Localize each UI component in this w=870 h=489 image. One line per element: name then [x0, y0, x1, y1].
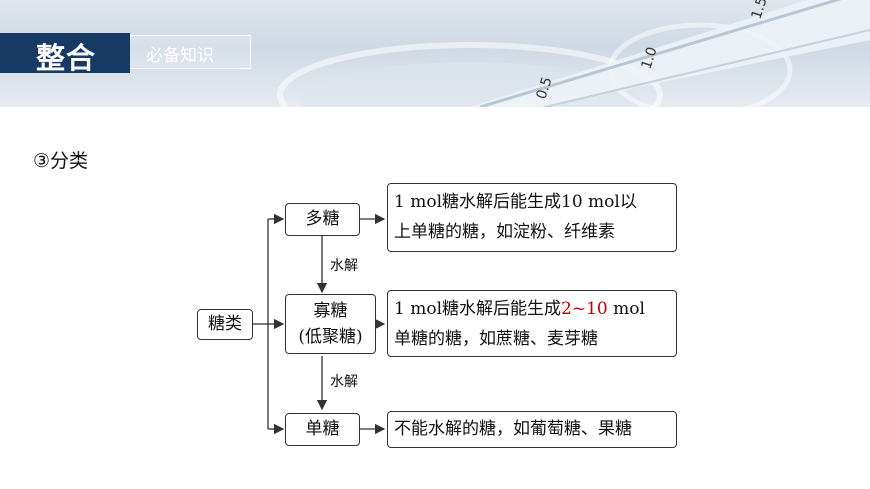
node-monosaccharide-label: 单糖: [305, 419, 340, 439]
svg-text:0.5: 0.5: [534, 75, 556, 101]
lab-glassware-illustration: 0.5 1.0 1.5: [277, 0, 870, 107]
node-monosaccharide: 单糖: [285, 413, 360, 446]
description-line: 单糖的糖，如蔗糖、麦芽糖: [394, 329, 598, 349]
description-monosaccharide: 不能水解的糖，如葡萄糖、果糖: [387, 411, 677, 448]
header-banner: 0.5 1.0 1.5 整合 必备知识: [0, 0, 870, 107]
header-title-tag: 整合: [0, 33, 130, 75]
header-subtitle-tag: 必备知识: [130, 35, 251, 69]
header-title: 整合: [36, 41, 97, 75]
description-oligosaccharide: 1 mol糖水解后能生成2~10 mol 单糖的糖，如蔗糖、麦芽糖: [387, 290, 677, 357]
description-line: 上单糖的糖，如淀粉、纤维素: [394, 222, 615, 242]
svg-text:1.5: 1.5: [749, 0, 771, 21]
hydrolysis-label-2: 水解: [330, 374, 358, 390]
description-line: 1 mol糖水解后能生成2~10 mol: [394, 294, 670, 324]
description-polysaccharide: 1 mol糖水解后能生成10 mol以 上单糖的糖，如淀粉、纤维素: [387, 183, 677, 252]
description-text: 1 mol糖水解后能生成: [394, 299, 562, 319]
description-line: 不能水解的糖，如葡萄糖、果糖: [394, 419, 632, 439]
description-text: mol: [607, 299, 645, 319]
root-node-label: 糖类: [208, 314, 242, 334]
node-polysaccharide-label: 多糖: [305, 209, 340, 229]
header-subtitle: 必备知识: [146, 46, 214, 66]
highlight-range: 2~10: [561, 299, 608, 319]
node-oligosaccharide-alias: (低聚糖): [298, 327, 363, 347]
node-oligosaccharide: 寡糖 (低聚糖): [285, 294, 376, 354]
hydrolysis-label-1: 水解: [330, 258, 358, 274]
svg-text:1.0: 1.0: [639, 45, 661, 71]
node-polysaccharide: 多糖: [285, 203, 360, 236]
section-title: ③分类: [33, 150, 89, 172]
description-line: 1 mol糖水解后能生成10 mol以: [394, 192, 637, 212]
node-oligosaccharide-label: 寡糖: [313, 301, 348, 321]
root-node-saccharides: 糖类: [197, 309, 253, 340]
